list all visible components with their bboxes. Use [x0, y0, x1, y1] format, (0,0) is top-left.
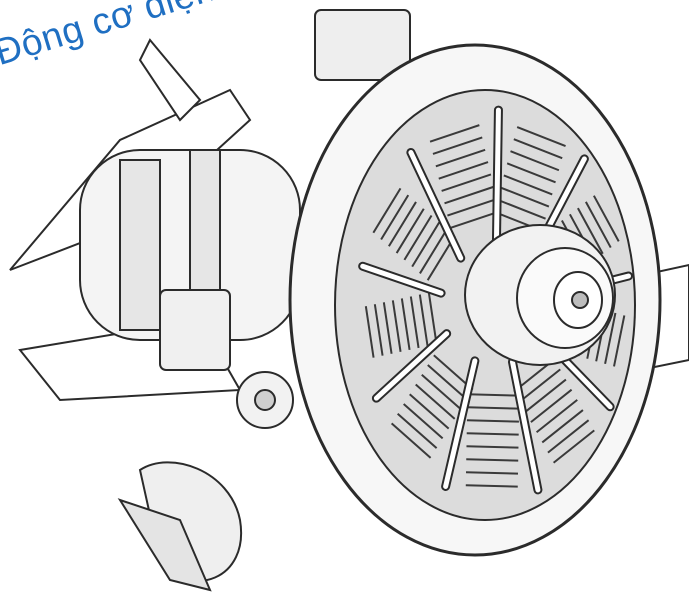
cooling-fin — [535, 399, 578, 434]
cooling-fin — [530, 388, 573, 423]
exhaust-pipe-lower — [117, 498, 212, 592]
pump-hub — [254, 389, 276, 411]
pushrod-spoke — [443, 358, 478, 489]
pushrod-spoke — [373, 331, 450, 401]
propeller-hub — [464, 224, 616, 366]
pushrod-spoke — [509, 359, 541, 493]
cooling-fin — [419, 228, 448, 274]
cooling-fin — [541, 409, 584, 444]
cooling-fin — [415, 383, 456, 420]
cooling-fin — [447, 198, 498, 217]
cooling-fin — [604, 312, 617, 365]
cooling-fin — [467, 393, 520, 397]
cooling-fin — [409, 393, 450, 430]
cooling-fin — [364, 306, 375, 358]
pushrod-spoke — [493, 107, 501, 248]
cooling-fin — [396, 412, 438, 449]
cooling-fin — [421, 373, 462, 410]
cooling-fin — [465, 471, 519, 475]
cylinder — [465, 393, 520, 488]
cooling-fin — [429, 124, 480, 143]
cooling-fin — [524, 378, 567, 413]
cooling-fin — [418, 294, 429, 347]
cooling-fin — [388, 201, 417, 247]
cooling-fin — [585, 201, 612, 249]
cooling-fin — [372, 187, 402, 234]
cooling-fin — [432, 136, 483, 155]
cooling-fin — [391, 300, 402, 352]
cylinder — [429, 124, 500, 229]
cooling-fin — [427, 364, 468, 401]
cooling-fin — [513, 138, 563, 160]
cooling-fin — [373, 304, 384, 356]
cooling-fin — [438, 161, 489, 180]
cooling-fin — [466, 432, 519, 436]
cooling-fin — [409, 296, 420, 349]
cylinder — [364, 292, 438, 358]
cooling-fin — [503, 174, 553, 196]
cooling-fin — [380, 194, 410, 241]
cylinder — [493, 126, 566, 232]
pushrod-spoke — [408, 149, 464, 261]
cooling-fin — [516, 126, 566, 147]
cooling-fin — [403, 403, 444, 440]
cooling-fin — [518, 368, 561, 403]
cooling-fin — [506, 162, 556, 184]
cooling-fin — [427, 292, 438, 345]
cooling-fin — [441, 173, 492, 192]
cooling-fin — [444, 185, 495, 205]
cooling-fin — [403, 214, 433, 261]
cooling-fin — [465, 484, 518, 488]
cooling-fin — [547, 419, 590, 454]
hub-center — [571, 291, 589, 309]
cooling-fin — [500, 186, 550, 208]
cooling-fin — [400, 298, 411, 351]
cooling-fin — [466, 419, 519, 423]
accessory-block — [159, 289, 231, 371]
cooling-fin — [577, 207, 604, 255]
cooling-fin — [466, 445, 519, 449]
cooling-fin — [552, 429, 595, 464]
cooling-fin — [390, 422, 432, 459]
cooling-fin — [395, 208, 425, 254]
engine-body — [79, 9, 411, 592]
cooling-fin — [466, 458, 519, 462]
cooling-fin — [435, 148, 486, 168]
cooling-fin — [496, 198, 546, 220]
cooling-fin — [411, 221, 441, 268]
cooling-fin — [593, 195, 620, 242]
housing-band — [119, 159, 161, 331]
cooling-fin — [510, 150, 560, 172]
intake-box — [314, 9, 411, 81]
cooling-fin — [382, 302, 393, 354]
cylinder — [390, 354, 474, 459]
cooling-fin — [613, 315, 626, 367]
cooling-fin — [449, 210, 500, 229]
cylinder — [513, 358, 595, 464]
pushrod-spoke — [360, 263, 444, 296]
cooling-fin — [467, 406, 520, 410]
upper-left-fin — [138, 38, 202, 122]
